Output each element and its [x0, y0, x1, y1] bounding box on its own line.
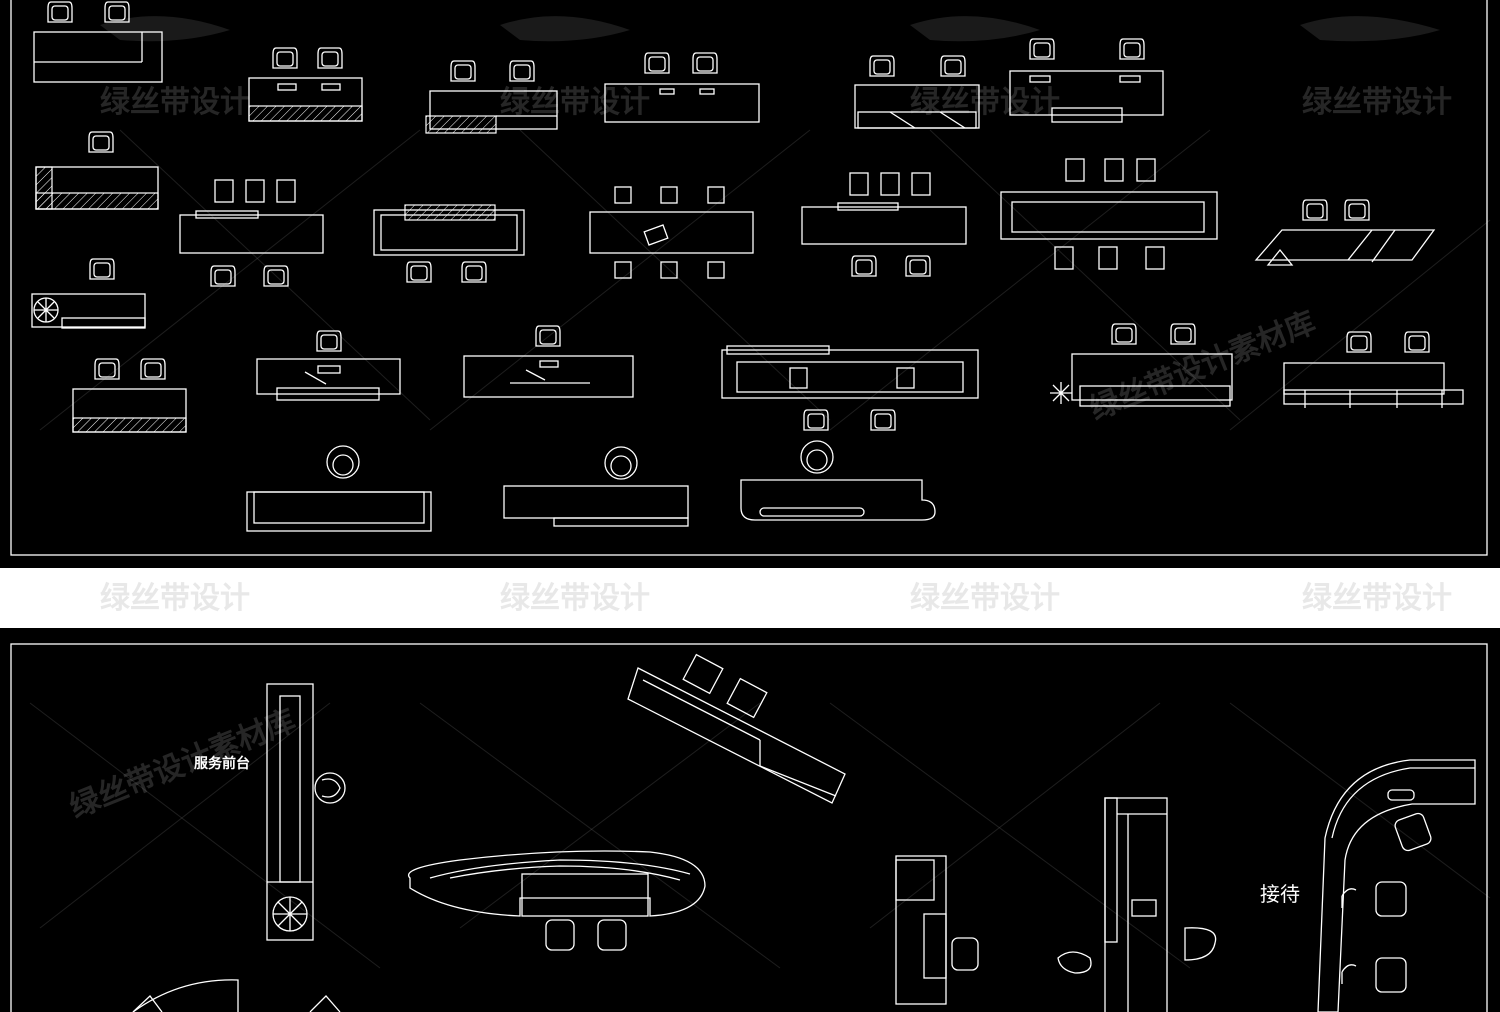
angled-desk	[1254, 199, 1436, 266]
oval-reception-desk	[407, 850, 706, 951]
desk-block-4	[604, 52, 760, 123]
reception-plan-drawing: 绿丝带设计素材库 服务前台	[10, 643, 1491, 1012]
desk-block-1	[33, 1, 163, 83]
cad-panel-reception: 绿丝带设计素材库 服务前台	[0, 628, 1500, 1012]
watermark-text: 绿丝带设计	[500, 85, 650, 120]
desk-block-17	[740, 440, 936, 521]
desk-block-7	[35, 131, 159, 210]
watermark-text: 绿丝带设计	[910, 581, 1060, 616]
divider-gap: 绿丝带设计 绿丝带设计 绿丝带设计 绿丝带设计	[0, 568, 1500, 628]
meeting-table-3	[589, 186, 754, 279]
watermark-text: 绿丝带设计	[910, 85, 1060, 120]
watermark-text: 绿丝带设计	[1302, 85, 1452, 120]
door-swing	[132, 979, 341, 1012]
cad-panel-desks: 绿丝带设计 绿丝带设计 绿丝带设计 绿丝带设计 绿丝带设计素材库	[0, 0, 1500, 568]
desk-plan-drawing: 绿丝带设计 绿丝带设计 绿丝带设计 绿丝带设计 绿丝带设计素材库	[10, 0, 1491, 556]
desk-block-11	[463, 325, 634, 398]
watermark-text: 绿丝带设计	[1302, 581, 1452, 616]
desk-block-9	[72, 358, 187, 433]
l-shaped-desk	[895, 855, 979, 1005]
label-service-desk: 服务前台	[194, 755, 250, 772]
desk-block-6	[1009, 38, 1164, 123]
watermark-text: 绿丝带设计	[100, 581, 250, 616]
meeting-table-4	[801, 172, 967, 277]
tall-counter	[1057, 797, 1217, 1012]
watermark-text: 绿丝带设计	[100, 85, 250, 120]
desk-block-12	[721, 345, 979, 431]
service-desk: 服务前台	[194, 683, 346, 941]
gap-watermarks: 绿丝带设计 绿丝带设计 绿丝带设计 绿丝带设计	[100, 581, 1452, 616]
desk-block-8	[31, 258, 146, 329]
angled-reception-desk	[627, 653, 846, 804]
desk-block-3	[425, 60, 558, 134]
desk-block-2	[248, 47, 363, 122]
watermark-lines	[39, 129, 1491, 431]
curved-reception-desk: 接待	[1260, 759, 1476, 1012]
watermark-text-long: 绿丝带设计素材库	[65, 703, 301, 825]
desk-block-5	[854, 55, 980, 129]
desk-block-13	[1050, 323, 1233, 407]
drawing-frame	[10, 0, 1488, 556]
drawing-frame	[10, 643, 1488, 1012]
desk-block-16	[503, 446, 689, 527]
desk-block-14	[1283, 331, 1464, 408]
meeting-table-2	[373, 204, 525, 283]
desk-block-10	[256, 330, 401, 401]
meeting-table-1	[179, 179, 324, 287]
watermark-text: 绿丝带设计	[500, 581, 650, 616]
desk-block-15	[246, 445, 432, 532]
label-reception: 接待	[1260, 882, 1300, 906]
meeting-table-5	[1000, 158, 1218, 270]
